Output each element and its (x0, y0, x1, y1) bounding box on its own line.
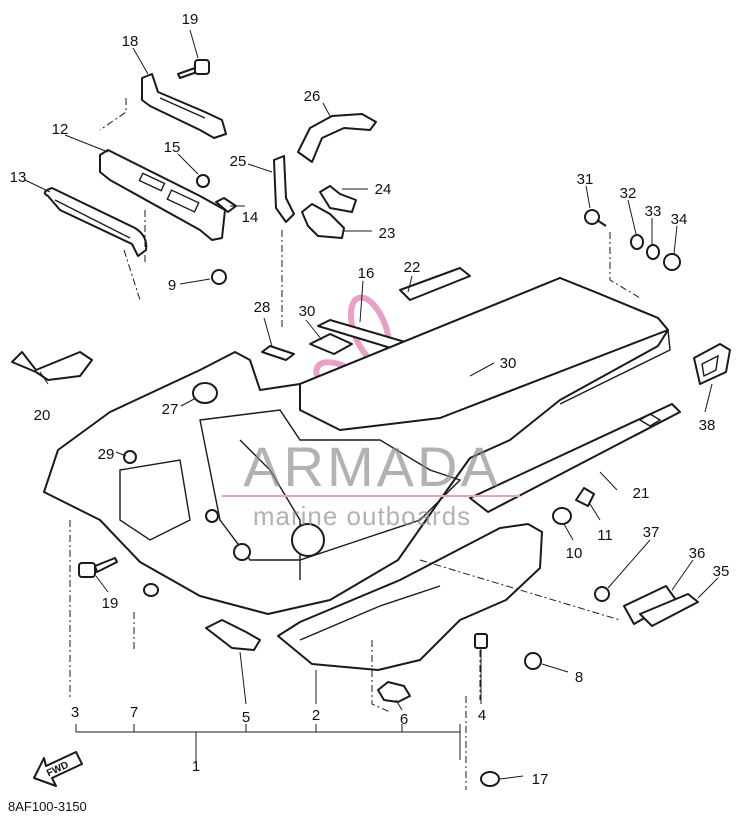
part-24-bracket (319, 185, 357, 213)
callout-6: 6 (400, 711, 408, 728)
callout-11: 11 (597, 527, 613, 544)
part-19-screw-lower-shank (94, 557, 118, 573)
fwd-label: FWD (45, 760, 70, 780)
callout-19-top: 19 (182, 11, 199, 28)
callout-14: 14 (242, 209, 259, 226)
callout-27: 27 (162, 401, 179, 418)
callout-3: 3 (71, 704, 79, 721)
callout-31: 31 (577, 171, 594, 188)
callout-30-right: 30 (500, 355, 517, 372)
part-18-slot (159, 97, 206, 119)
part-11-bolt (575, 487, 595, 507)
callout-2: 2 (312, 707, 320, 724)
part-33-washer (646, 244, 660, 260)
part-12-plate (99, 149, 226, 241)
callout-30-left: 30 (299, 303, 316, 320)
callout-38: 38 (699, 417, 716, 434)
part-18-bracket (141, 73, 227, 139)
part-13-handle (43, 187, 148, 257)
part-23-bracket (301, 203, 345, 239)
part-13-edge (54, 199, 131, 239)
callout-33: 33 (645, 203, 662, 220)
alignment-lines (69, 98, 641, 790)
watermark-tagline: marine outboards (253, 501, 471, 531)
callout-28: 28 (254, 299, 271, 316)
callout-18: 18 (122, 33, 139, 50)
part-10-collar (552, 507, 572, 525)
part-32-washer (630, 234, 644, 250)
callout-22: 22 (404, 259, 421, 276)
callout-12: 12 (52, 121, 69, 138)
callout-10: 10 (566, 545, 583, 562)
part-37-bolt (594, 586, 610, 602)
part-25-hose (273, 155, 295, 223)
part-1-bracket-plate (119, 459, 191, 541)
callout-4: 4 (478, 707, 486, 724)
part-38-inner (701, 354, 719, 378)
forward-arrow-icon: FWD (33, 751, 83, 787)
watermark-brand: ARMADA (243, 435, 501, 498)
part-34-nut (663, 253, 681, 271)
callout-21: 21 (633, 485, 650, 502)
part-2-lower-cover (277, 523, 543, 671)
part-28-strip (261, 345, 295, 361)
part-31-bolt (584, 209, 600, 225)
callout-24: 24 (375, 181, 392, 198)
callout-36: 36 (689, 545, 706, 562)
part-top-cover-edge (559, 329, 671, 405)
callout-20: 20 (34, 407, 51, 424)
callout-37: 37 (643, 524, 660, 541)
callout-25: 25 (230, 153, 247, 170)
callout-16: 16 (358, 265, 375, 282)
part-4-pin (474, 633, 488, 649)
callout-32: 32 (620, 185, 637, 202)
callout-1: 1 (192, 758, 200, 775)
callout-13: 13 (10, 169, 27, 186)
part-29-ring (123, 450, 137, 464)
callout-23: 23 (379, 225, 396, 242)
callout-26: 26 (304, 88, 321, 105)
part-1-frame-hole (291, 523, 325, 557)
part-9-grommet (211, 269, 227, 285)
part-5-clip (205, 619, 261, 651)
part-1-frame-boss (233, 543, 251, 561)
part-21-side-strip (469, 403, 681, 513)
callout-5: 5 (242, 709, 250, 726)
callout-8: 8 (575, 669, 583, 686)
callout-35: 35 (713, 563, 730, 580)
part-7-grommet (143, 583, 159, 597)
callout-29: 29 (98, 446, 115, 463)
part-2-edge (299, 585, 441, 641)
part-38-cap (693, 343, 731, 385)
part-22-strip (399, 267, 471, 301)
part-27-grommet (192, 382, 218, 404)
part-6-clamp (377, 681, 411, 703)
drawing-code: 8AF100-3150 (8, 799, 87, 814)
part-35-pad (639, 593, 699, 627)
part-21-decal (638, 413, 662, 427)
part-15-nut (196, 174, 210, 188)
callout-9: 9 (168, 277, 176, 294)
callout-15: 15 (164, 139, 181, 156)
part-12-slot-b (166, 189, 200, 213)
part-1-frame-boss-2 (205, 509, 219, 523)
part-30-strip-left (309, 333, 353, 355)
callout-17: 17 (532, 771, 549, 788)
part-31-shank (596, 219, 607, 227)
callout-7: 7 (130, 704, 138, 721)
part-17-plug (480, 771, 500, 787)
part-20-bracket (11, 351, 93, 381)
part-12-slot-a (138, 172, 166, 192)
callout-19-lower: 19 (102, 595, 119, 612)
callout-34: 34 (671, 211, 688, 228)
part-26-handle (297, 113, 377, 163)
callout-labels: 19 18 12 13 15 14 9 20 25 26 24 23 16 22… (10, 11, 730, 788)
part-8-grommet (524, 652, 542, 670)
part-19-screw-head (194, 59, 210, 75)
leader-lines (24, 29, 719, 780)
part-19-screw-lower-head (78, 562, 96, 578)
